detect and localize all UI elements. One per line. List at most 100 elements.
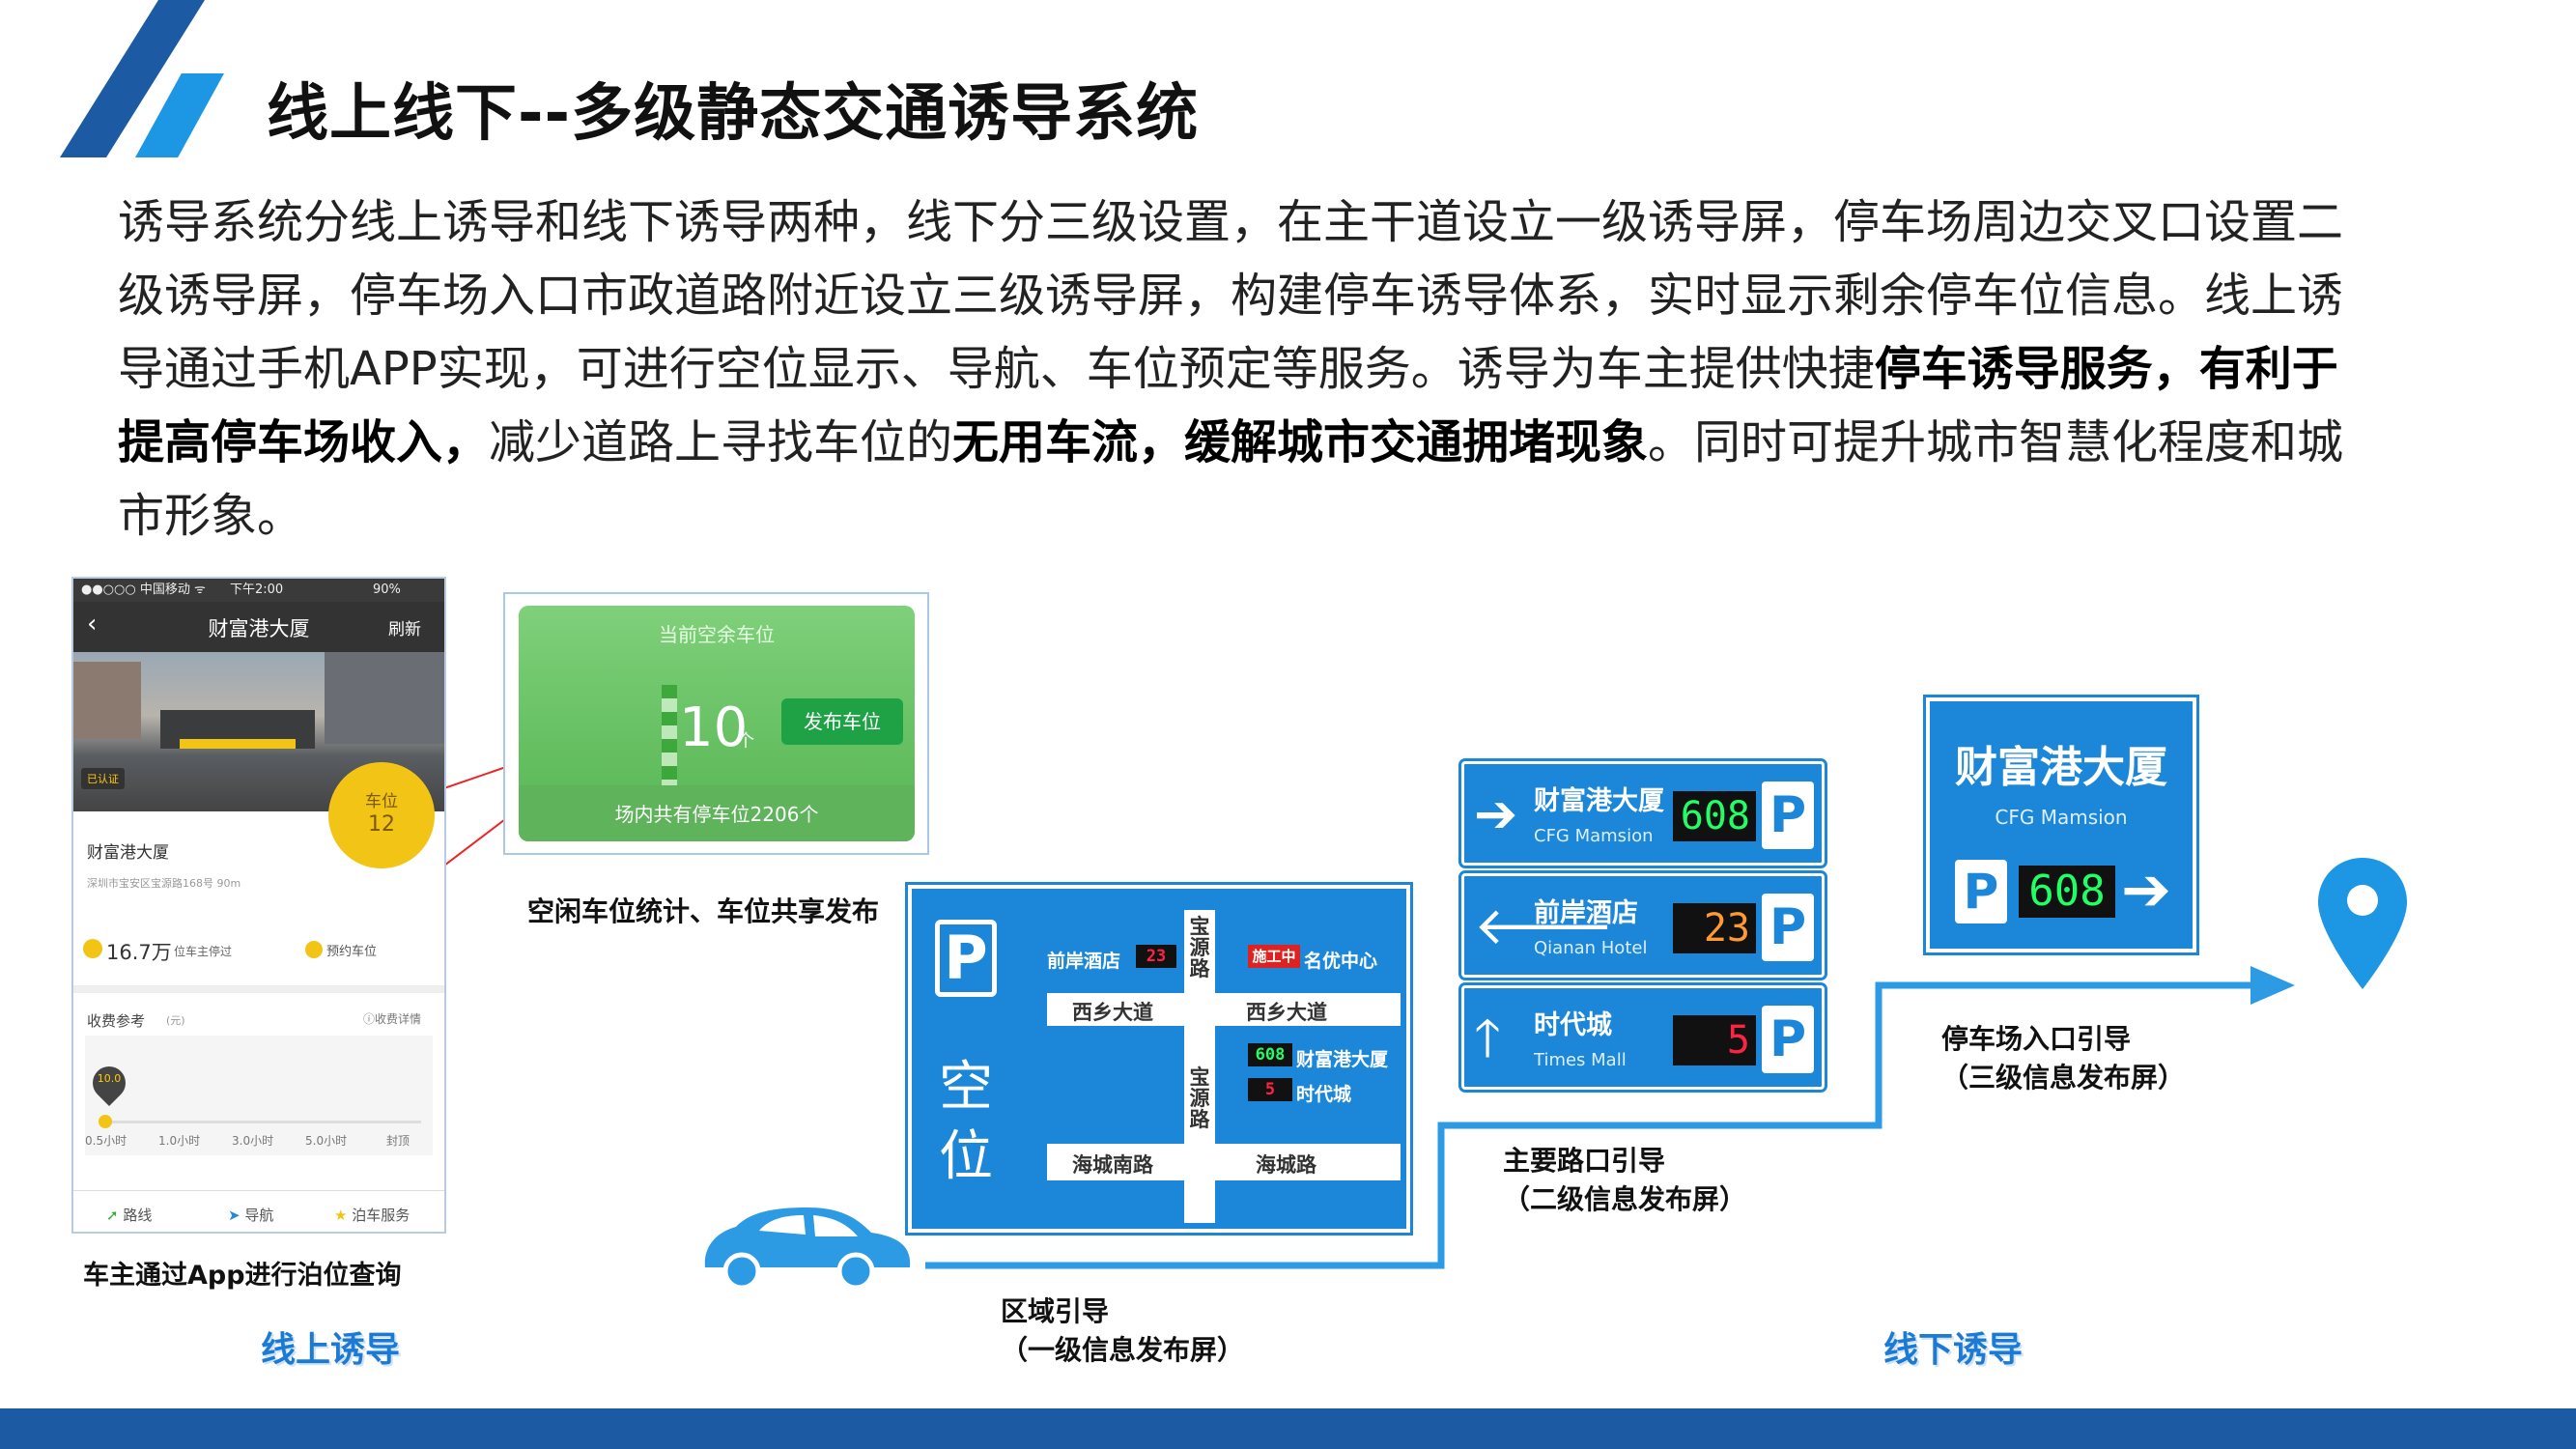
fee-slider[interactable]: 10.0 0.5小时 1.0小时 3.0小时 5.0小时 封顶 — [85, 1036, 433, 1155]
level2-sign-shidai: 🡑 时代城 Times Mall 5 P — [1458, 982, 1827, 1093]
tab-parking-service-label: 泊车服务 — [352, 1207, 410, 1224]
tick-label: 0.5小时 — [85, 1134, 127, 1148]
sign-dest-zh: 财富港大厦 — [1955, 743, 2167, 792]
route-icon: ➚ — [106, 1207, 119, 1224]
level1-guidance-sign: P 空 位 前岸酒店 23 施工中 名优中心 西乡大道 西乡大道 宝源路 608… — [905, 882, 1413, 1236]
road-label-xixiang-right: 西乡大道 — [1246, 1001, 1327, 1024]
parking-info-card: 财富港大厦 深圳市宝安区宝源路168号 90m 16.7万 位车主停过 预约车位… — [73, 811, 444, 1232]
parked-count: 16.7万 — [106, 941, 172, 964]
road-label-baoyuan-top: 宝源路 — [1189, 915, 1210, 980]
parking-address: 深圳市宝安区宝源路168号 90m — [87, 877, 241, 890]
tick-label: 封顶 — [386, 1134, 410, 1148]
reserve-button[interactable]: 预约车位 — [326, 945, 378, 959]
sign-dest-en: CFG Mamsion — [1534, 826, 1654, 846]
app-sign-caption: 空闲车位统计、车位共享发布 — [527, 895, 880, 927]
footer-bar — [0, 1408, 2576, 1449]
fee-unit: (元) — [166, 1014, 185, 1027]
level2-caption-title: 主要路口引导 — [1503, 1145, 1666, 1177]
vacant-spaces-screen: 当前空余车位 10 个 发布车位 场内共有停车位2206个 — [519, 606, 915, 841]
total-spaces-bar: 场内共有停车位2206个 — [519, 785, 915, 841]
tab-navigation-label: 导航 — [244, 1207, 274, 1224]
label-qianan: 前岸酒店 — [1047, 951, 1121, 972]
fee-pin-value: 10.0 — [97, 1072, 122, 1085]
online-guidance-label: 线上诱导 — [261, 1330, 401, 1370]
level3-guidance-sign: 财富港大厦 CFG Mamsion P 608 ➔ — [1923, 695, 2199, 955]
left-arrow-icon: 🡐 — [1474, 895, 1614, 956]
level1-caption-sub: （一级信息发布屏） — [1001, 1334, 1245, 1366]
sign-led-count: 5 — [1673, 1015, 1756, 1065]
road-label-haicheng-nan: 海城南路 — [1072, 1153, 1153, 1177]
carrier-label: ●●○○○ 中国移动 ᯤ — [81, 582, 206, 597]
vacant-spaces-panel: 当前空余车位 10 个 发布车位 场内共有停车位2206个 — [503, 592, 929, 855]
divider — [73, 985, 444, 993]
offline-guidance-label: 线下诱导 — [1883, 1330, 2024, 1370]
fee-detail-link[interactable]: ⓘ收费详情 — [363, 1012, 422, 1026]
back-icon[interactable]: ‹ — [87, 610, 98, 639]
level1-caption-title: 区域引导 — [1001, 1295, 1110, 1327]
phone-tab-bar: ➚ 路线 ➤ 导航 ★ 泊车服务 — [73, 1190, 444, 1232]
fee-title: 收费参考 — [87, 1012, 146, 1030]
para-bold-2: 无用车流，缓解城市交通拥堵现象 — [952, 415, 1649, 469]
sign-dest-en: CFG Mamsion — [1995, 806, 2128, 829]
sign-led-count: 608 — [1673, 791, 1756, 841]
parked-count-note: 位车主停过 — [174, 945, 233, 958]
page-title: 线上线下--多级静态交通诱导系统 — [267, 78, 1200, 150]
para-text-2: 减少道路上寻找车位的 — [489, 415, 953, 469]
publish-space-button[interactable]: 发布车位 — [781, 698, 903, 745]
tab-parking-service[interactable]: ★ 泊车服务 — [334, 1205, 410, 1225]
sign-dest-zh: 前岸酒店 — [1534, 898, 1638, 928]
para-text-3: 。同时可提升城市智慧化程度和城市形象。 — [118, 415, 2344, 543]
flow-line — [925, 981, 2252, 1269]
parking-p-icon: P — [1762, 1006, 1814, 1073]
intro-paragraph: 诱导系统分线上诱导和线下诱导两种，线下分三级设置，在主干道设立一级诱导屏，停车场… — [118, 185, 2368, 553]
label-caifu: 财富港大厦 — [1296, 1049, 1389, 1070]
battery-label: 90% — [373, 582, 401, 597]
label-mingyou: 名优中心 — [1304, 951, 1378, 972]
vacant-spaces-header: 当前空余车位 — [659, 623, 775, 646]
parking-p-icon: P — [935, 920, 997, 997]
total-spaces-text: 场内共有停车位2206个 — [614, 803, 819, 826]
parking-p-icon: P — [1762, 894, 1814, 961]
phone-app-screenshot: ●●○○○ 中国移动 ᯤ 下午2:00 90% ‹ 财富港大厦 刷新 已认证 财… — [71, 577, 446, 1234]
level2-caption-sub: （二级信息发布屏） — [1503, 1183, 1747, 1215]
sign-text-wei: 位 — [939, 1125, 993, 1188]
coin-icon — [83, 939, 102, 958]
road-label-xixiang-left: 西乡大道 — [1072, 1001, 1153, 1024]
tick-label: 1.0小时 — [158, 1134, 201, 1148]
phone-nav-bar: ‹ 财富港大厦 刷新 — [73, 602, 444, 652]
sign-dest-en: Qianan Hotel — [1534, 938, 1648, 958]
sign-led-count: 23 — [1673, 903, 1756, 953]
car-icon — [704, 1208, 911, 1291]
refresh-button[interactable]: 刷新 — [388, 620, 421, 639]
sign-text-kong: 空 — [939, 1056, 993, 1119]
location-pin-icon — [2318, 858, 2407, 989]
sign-led-count: 608 — [2019, 866, 2115, 918]
road-xixiang — [1047, 993, 1401, 1026]
flow-arrowhead — [2250, 966, 2295, 1005]
level2-sign-caifu: ➔ 财富港大厦 CFG Mamsion 608 P — [1458, 758, 1827, 868]
spaces-circle: 车位 12 — [328, 762, 435, 868]
barrier-gate-icon — [662, 685, 677, 791]
slider-knob[interactable] — [99, 1115, 112, 1128]
clock-label: 下午2:00 — [230, 582, 284, 597]
slider-track — [102, 1121, 421, 1123]
navigation-icon: ➤ — [228, 1207, 241, 1224]
right-arrow-icon: ➔ — [1474, 783, 1518, 844]
road-haicheng — [1047, 1144, 1401, 1180]
led-caifu: 608 — [1248, 1043, 1292, 1066]
tab-route[interactable]: ➚ 路线 — [106, 1205, 152, 1225]
vacant-spaces-unit: 个 — [737, 731, 754, 752]
level3-caption-sub: （三级信息发布屏） — [1941, 1062, 2186, 1094]
tick-label: 3.0小时 — [232, 1134, 274, 1148]
up-arrow-icon: 🡑 — [1474, 1008, 1502, 1068]
level3-caption-title: 停车场入口引导 — [1941, 1023, 2132, 1055]
tab-navigation[interactable]: ➤ 导航 — [228, 1205, 273, 1225]
spaces-label: 车位 — [365, 792, 398, 811]
road-label-baoyuan-bottom: 宝源路 — [1189, 1065, 1210, 1131]
vacant-spaces-count: 10 — [679, 696, 749, 759]
sign-dest-en: Times Mall — [1534, 1050, 1627, 1070]
level2-sign-qianan: 🡐 前岸酒店 Qianan Hotel 23 P — [1458, 870, 1827, 980]
star-icon: ★ — [334, 1207, 348, 1224]
verified-badge: 已认证 — [81, 768, 125, 789]
para-bold-1: 停车诱导服务，有利于提高停车场收入， — [118, 342, 2338, 469]
